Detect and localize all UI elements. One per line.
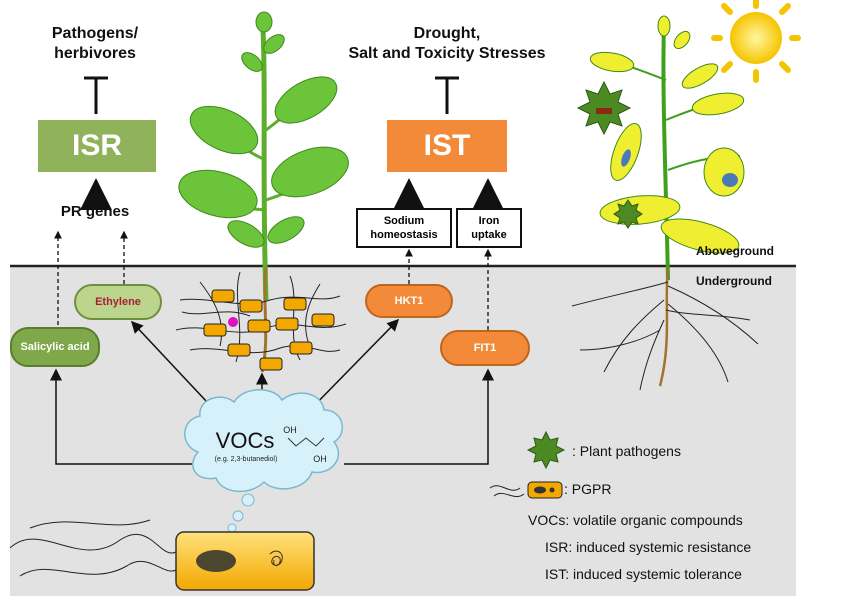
legend-pgpr-icon [489,481,563,499]
arrow-vocs-to-salicylic [50,368,192,465]
aboveground-label: Aboveground [696,244,774,258]
legend-ist: IST: induced systemic tolerance [545,566,742,582]
vocs-example-label: (e.g. 2,3-butanediol) [214,456,278,463]
healthy-plant [178,11,349,301]
hkt1-pill: HKT1 [365,284,453,318]
ethylene-pill: Ethylene [74,284,162,320]
oh-label-2: OH [313,454,327,464]
pathogen-small [613,199,643,229]
ist-box: IST [387,120,507,172]
stressed-plant [589,15,745,281]
legend-vocs: VOCs: volatile organic compounds [528,512,743,528]
oh-label-1: OH [283,425,297,435]
sodium-homeostasis-box: Sodium homeostasis [356,208,452,248]
legend-pathogens: : Plant pathogens [572,443,681,459]
pr-genes-label: PR genes [60,203,130,220]
legend-pathogen-icon [526,430,566,470]
fit1-pill: FIT1 [440,330,530,366]
sun-icon [711,0,801,83]
pgpr-cluster [203,289,335,371]
salicylic-acid-pill: Salicylic acid [10,327,100,367]
stressed-root-system [571,267,759,391]
arrow-vocs-to-fit1 [344,368,494,465]
underground-label: Underground [696,274,772,288]
legend-isr: ISR: induced systemic resistance [545,539,752,555]
pathogens-title: Pathogens/ herbivores [51,25,139,62]
vocs-cloud [184,389,344,533]
vocs-label: VOCs [215,428,275,453]
stresses-title: Drought, Salt and Toxicity Stresses [348,25,546,62]
pathogen-large [576,80,632,136]
iron-uptake-box: Iron uptake [456,208,522,248]
inhibit-isr-symbol [84,76,108,114]
isr-box: ISR [38,120,156,172]
bacterium-cell [9,519,315,591]
arrow-vocs-to-hkt1 [305,318,400,415]
legend-pgpr: : PGPR [564,481,612,497]
inhibit-ist-symbol [435,76,459,114]
